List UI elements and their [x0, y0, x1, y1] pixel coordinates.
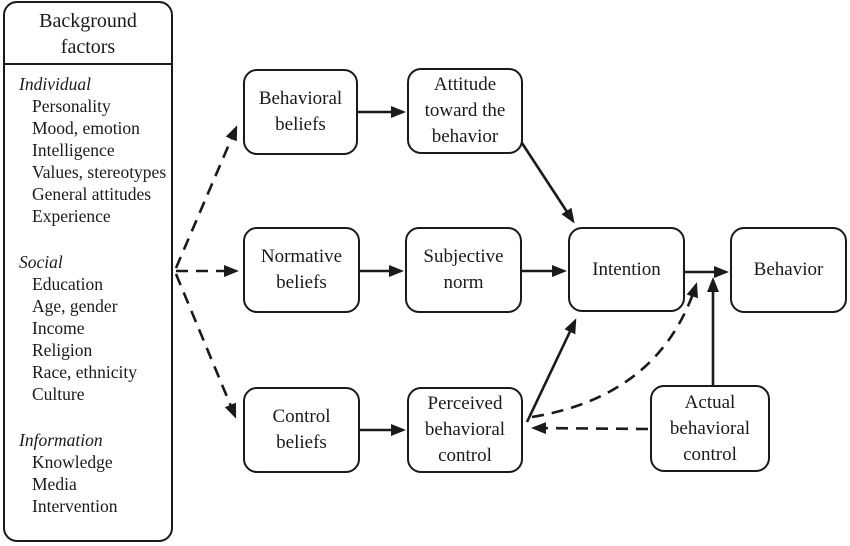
- node-subjective-norm: Subjective norm: [405, 227, 522, 313]
- node-label: Control beliefs: [272, 406, 331, 453]
- background-factors-title: Background factors: [5, 3, 171, 65]
- background-factors-title-text: Background factors: [39, 10, 137, 58]
- background-factors-box: Background factors Individual Personalit…: [3, 1, 173, 542]
- list-item: Media: [32, 474, 77, 494]
- node-label: Perceived behavioral control: [424, 393, 506, 466]
- node-label: Attitude toward the behavior: [424, 74, 506, 147]
- node-label: Intention: [592, 258, 661, 280]
- list-item: Values, stereotypes: [32, 162, 167, 182]
- node-behavior: Behavior: [730, 227, 847, 313]
- list-item: Race, ethnicity: [32, 362, 137, 382]
- list-item: Personality: [32, 96, 111, 116]
- node-attitude-toward-the-behavior: Attitude toward the behavior: [407, 68, 523, 154]
- node-normative-beliefs: Normative beliefs: [243, 227, 360, 313]
- section-header-information: Information: [19, 430, 103, 450]
- node-label: Subjective norm: [423, 246, 504, 293]
- node-label: Actual behavioral control: [669, 391, 751, 465]
- list-item: Experience: [32, 206, 111, 226]
- list-item: Education: [32, 274, 103, 294]
- edge-perceived-behavioral-control-to-behavior-link: [531, 282, 698, 419]
- section-header-social: Social: [19, 252, 63, 272]
- list-item: Age, gender: [32, 296, 118, 316]
- node-control-beliefs: Control beliefs: [243, 387, 360, 473]
- edge-perceived-behavioral-control-to-intention: [525, 318, 577, 423]
- node-behavioral-beliefs: Behavioral beliefs: [243, 69, 358, 155]
- node-perceived-behavioral-control: Perceived behavioral control: [407, 387, 523, 473]
- list-item: Intervention: [32, 496, 118, 516]
- list-item: Culture: [32, 384, 85, 404]
- section-spacer: [5, 227, 171, 251]
- list-item: Intelligence: [32, 140, 115, 160]
- node-actual-behavioral-control: Actual behavioral control: [650, 385, 770, 472]
- node-label: Normative beliefs: [260, 246, 343, 293]
- list-item: Religion: [32, 340, 93, 360]
- node-label: Behavioral beliefs: [258, 88, 343, 135]
- section-header-individual: Individual: [19, 74, 91, 94]
- edge-background-to-behavioral-beliefs: [174, 125, 238, 269]
- list-item: Knowledge: [32, 452, 113, 472]
- node-intention: Intention: [568, 227, 685, 312]
- edge-background-to-control-beliefs: [174, 273, 237, 419]
- list-item: Income: [32, 318, 85, 338]
- node-label: Behavior: [753, 259, 824, 280]
- list-item: Mood, emotion: [32, 118, 140, 138]
- background-factors-list: Individual Personality Mood, emotion Int…: [5, 65, 171, 517]
- edge-actual-behavioral-control-to-perceived-behavioral-control: [531, 422, 649, 435]
- section-spacer: [5, 405, 171, 429]
- edge-attitude-to-intention: [518, 139, 575, 224]
- list-item: General attitudes: [32, 184, 152, 204]
